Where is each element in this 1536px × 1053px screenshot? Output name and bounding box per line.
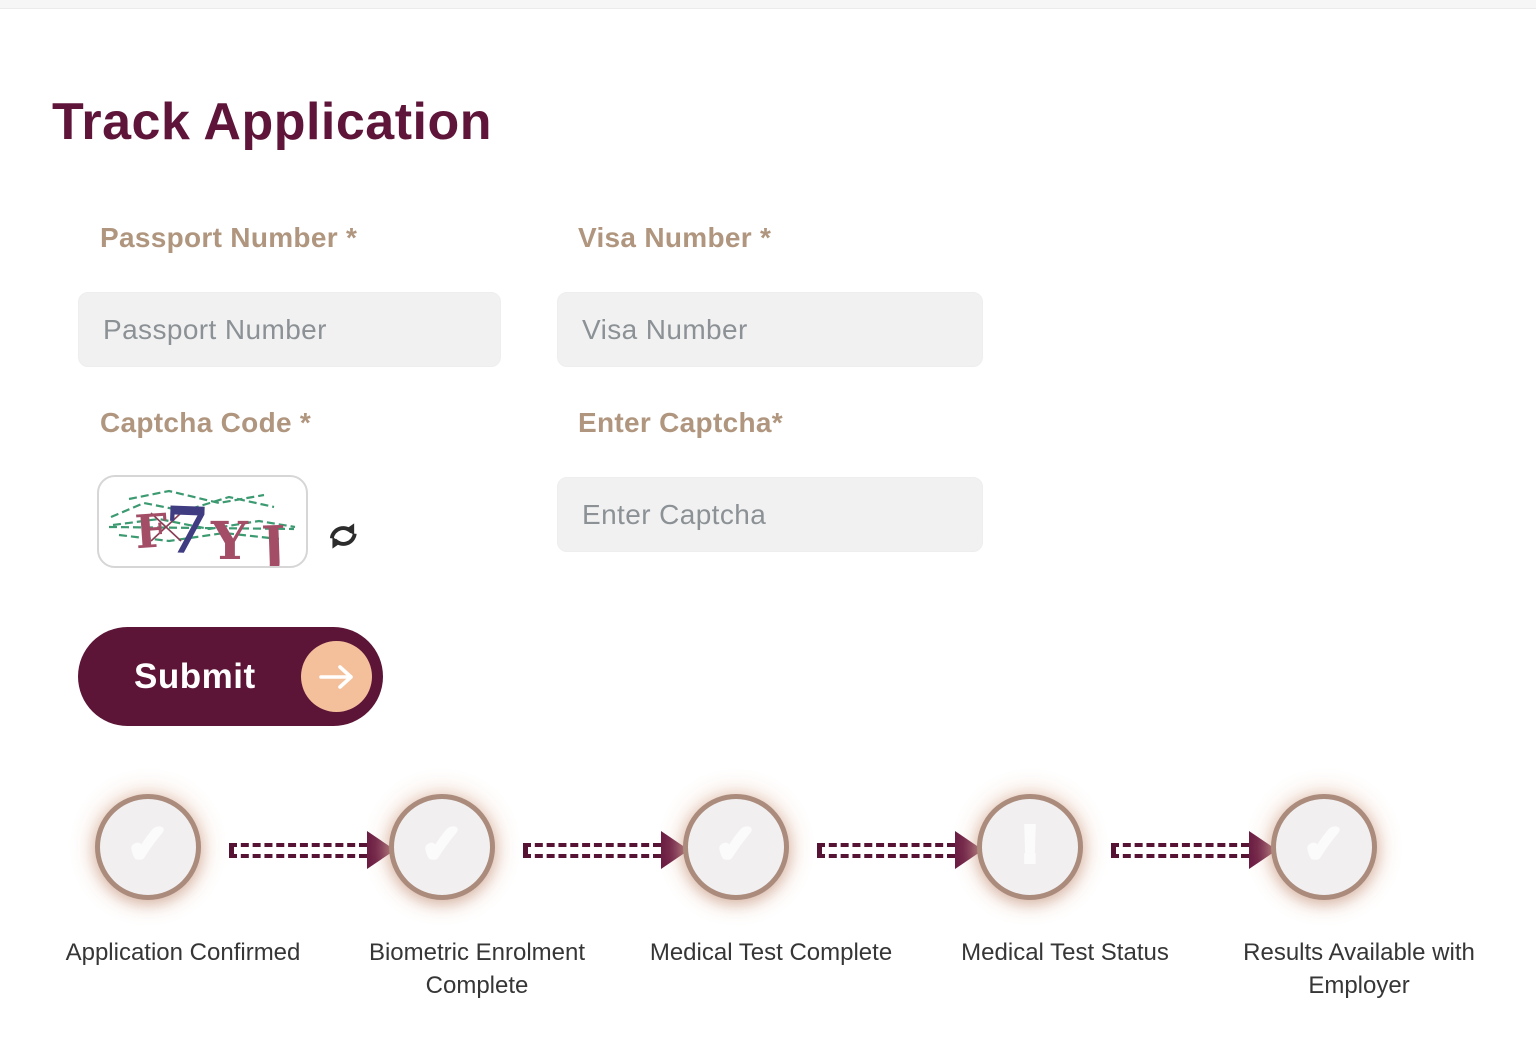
- enter-captcha-label: Enter Captcha*: [578, 407, 783, 438]
- step-results-available-with-employer: ✓ Results Available with Employer: [1212, 794, 1506, 1002]
- step-circle-complete: ✓: [1271, 794, 1377, 900]
- captcha-noise-lines: [108, 489, 296, 543]
- passport-number-input[interactable]: [78, 292, 501, 367]
- arrow-right-icon: [301, 641, 372, 712]
- captcha-noise-cross: [150, 512, 182, 542]
- captcha-code-label: Captcha Code *: [100, 407, 312, 438]
- dashed-line: [229, 842, 367, 858]
- enter-captcha-input[interactable]: [557, 477, 983, 552]
- step-circle-complete: ✓: [95, 794, 201, 900]
- check-icon: ✓: [124, 816, 172, 874]
- page-title: Track Application: [52, 93, 493, 151]
- step-circle-complete: ✓: [683, 794, 789, 900]
- step-circle-attention: !: [977, 794, 1083, 900]
- dashed-line: [523, 842, 661, 858]
- refresh-captcha-button[interactable]: [322, 518, 360, 556]
- step-application-confirmed: ✓ Application Confirmed: [36, 794, 395, 1002]
- captcha-graphic: F 7 Y J: [108, 489, 296, 566]
- captcha-image: F 7 Y J: [97, 475, 308, 568]
- step-label: Results Available with Employer: [1243, 939, 1475, 1000]
- step-label: Application Confirmed: [65, 939, 301, 966]
- passport-number-label: Passport Number *: [100, 222, 358, 253]
- check-icon: ✓: [1300, 816, 1348, 874]
- step-medical-test-status: ! Medical Test Status: [918, 794, 1277, 1002]
- step-label: Medical Test Complete: [649, 939, 893, 966]
- visa-number-label: Visa Number *: [578, 222, 772, 253]
- captcha-letter: J: [256, 515, 287, 566]
- captcha-letter: F: [133, 503, 170, 559]
- refresh-icon: [329, 523, 357, 549]
- top-divider: [0, 0, 1536, 9]
- step-biometric-enrolment-complete: ✓ Biometric Enrolment Complete: [330, 794, 689, 1002]
- application-status-tracker: ✓ Application Confirmed ✓ Biometric Enro…: [36, 794, 1506, 1002]
- dashed-line: [1111, 842, 1249, 858]
- step-label: Medical Test Status: [961, 939, 1169, 966]
- step-medical-test-complete: ✓ Medical Test Complete: [624, 794, 983, 1002]
- captcha-letter: Y: [210, 511, 249, 566]
- exclamation-icon: !: [1019, 816, 1040, 874]
- check-icon: ✓: [418, 816, 466, 874]
- step-label: Biometric Enrolment Complete: [368, 939, 586, 1000]
- visa-number-input[interactable]: [557, 292, 983, 367]
- check-icon: ✓: [712, 816, 760, 874]
- dashed-line: [817, 842, 955, 858]
- submit-button[interactable]: Submit: [78, 627, 383, 726]
- step-circle-complete: ✓: [389, 794, 495, 900]
- captcha-letter: 7: [163, 493, 210, 566]
- submit-label: Submit: [134, 656, 256, 696]
